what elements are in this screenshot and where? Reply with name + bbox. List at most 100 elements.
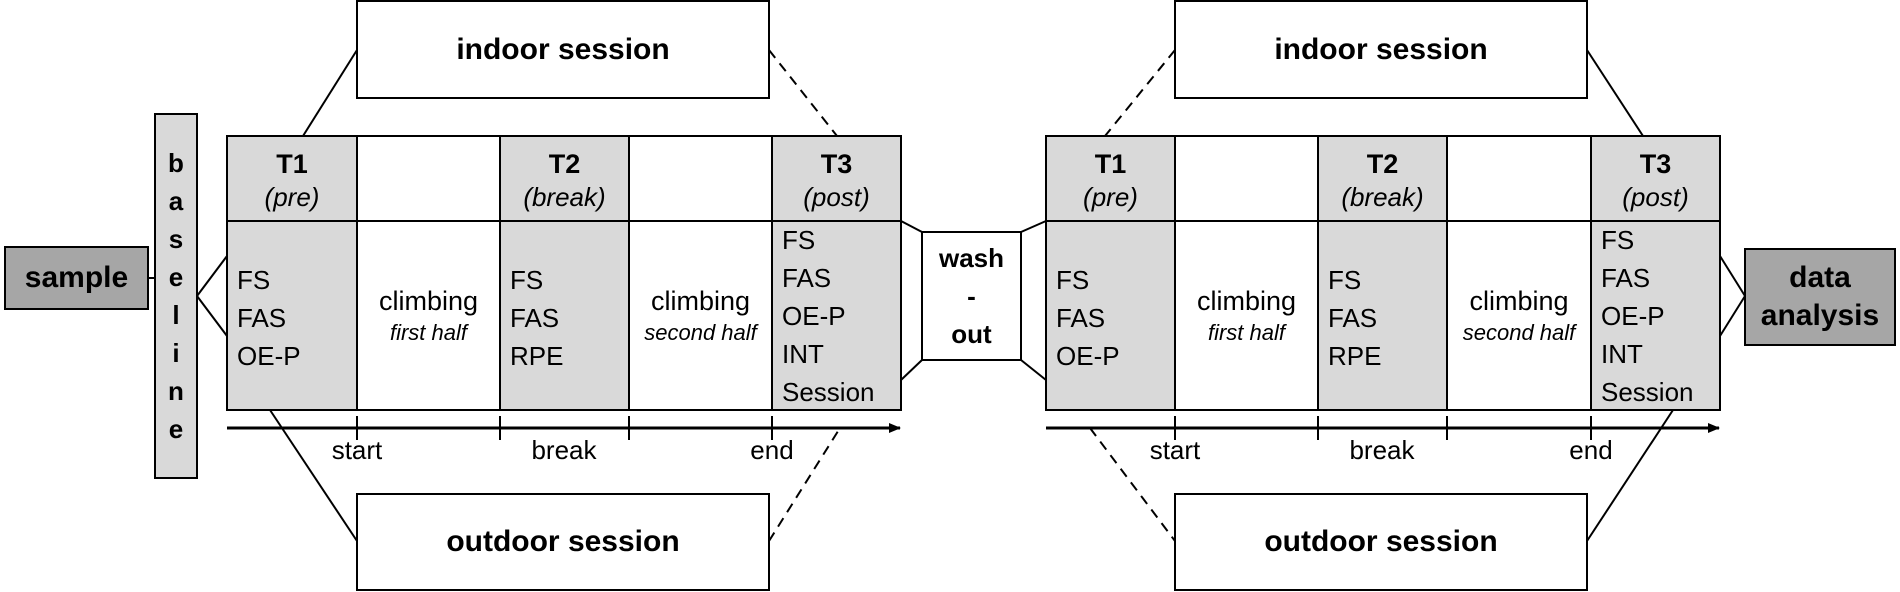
block-2-t2-header: T2 (break) xyxy=(1318,138,1447,221)
baseline-letter: e xyxy=(168,414,184,444)
block-2-outdoor-session-box xyxy=(1174,493,1588,591)
measure-item: FS xyxy=(1056,265,1090,295)
measure-item: RPE xyxy=(1328,341,1382,371)
block-1-axis-end: end xyxy=(750,434,794,465)
block-2-outdoor-session-label: outdoor session xyxy=(1264,525,1498,558)
block-2-t2-measures: FS FAS RPE xyxy=(1328,258,1381,378)
block-2-t1-measures: FS FAS OE-P xyxy=(1056,258,1120,378)
data-analysis-box xyxy=(1744,248,1896,346)
timepoint-subtitle: (post) xyxy=(803,181,870,212)
climbing-label: climbing xyxy=(1196,285,1297,316)
block-1-axis-start: start xyxy=(331,434,383,465)
baseline-letter: s xyxy=(168,224,184,254)
measure-item: FAS xyxy=(1328,303,1378,333)
measure-item: RPE xyxy=(510,341,564,371)
block-1-indoor-session-box xyxy=(356,0,770,99)
block-1-outdoor-connector-left xyxy=(269,409,358,542)
block-1-climbing-second: climbing second half xyxy=(629,221,772,410)
washout-connector-left-top xyxy=(900,220,923,233)
block-2-indoor-session-label: indoor session xyxy=(1274,32,1488,66)
block-2-indoor-connector-right xyxy=(1586,49,1644,137)
measure-item: OE-P xyxy=(1056,341,1120,371)
block-2-t3-measures: FS FAS OE-P INT Session xyxy=(1601,221,1694,410)
block-1-axis-break: break xyxy=(531,434,597,465)
climbing-phase-label: first half xyxy=(1207,319,1286,345)
washout-label: wash - out xyxy=(922,232,1021,360)
baseline-box xyxy=(154,113,198,479)
data-analysis-text: analysis xyxy=(1760,299,1880,332)
block-2-t1-column xyxy=(1045,135,1176,411)
block-1-outdoor-connector-right xyxy=(768,427,841,542)
data-analysis-label: data analysis xyxy=(1745,249,1895,345)
washout-connector-right-bottom xyxy=(1020,359,1047,381)
block-1-indoor-connector-right xyxy=(768,49,838,137)
measure-item: OE-P xyxy=(237,341,301,371)
sample-box xyxy=(4,246,149,310)
timepoint-title: T2 xyxy=(548,148,581,179)
block-1-t2-column xyxy=(499,135,630,411)
baseline-fan-top xyxy=(196,255,228,297)
block-2-axis-end: end xyxy=(1569,434,1613,465)
measure-item: Session xyxy=(782,376,875,407)
block-1-indoor-connector-left xyxy=(302,49,358,137)
timepoint-title: T3 xyxy=(820,148,853,179)
baseline-fan-bottom xyxy=(196,295,228,337)
block-1 xyxy=(226,0,902,591)
block-2-t1-header: T1 (pre) xyxy=(1046,138,1175,221)
block-1-t1-measures: FS FAS OE-P xyxy=(237,258,301,378)
measure-item: FAS xyxy=(782,262,832,293)
block-2-outdoor-connector-right xyxy=(1586,409,1674,542)
timepoint-subtitle: (pre) xyxy=(1083,181,1138,212)
block-1-t1-column xyxy=(226,135,358,411)
washout-text: - xyxy=(967,281,976,311)
block-2 xyxy=(1045,0,1721,591)
climbing-label: climbing xyxy=(378,285,479,316)
timepoint-title: T1 xyxy=(276,148,308,179)
block-1-t3-column xyxy=(771,135,902,411)
block-2-t2-column xyxy=(1317,135,1448,411)
baseline-label: b a s e l i n e xyxy=(155,114,197,478)
measure-item: FS xyxy=(782,224,816,255)
block-1-climbing-first: climbing first half xyxy=(357,221,500,410)
baseline-letter: e xyxy=(168,262,184,292)
baseline-letter: n xyxy=(168,376,184,406)
measure-item: FAS xyxy=(510,303,560,333)
block-2-indoor-connector-left xyxy=(1104,49,1176,137)
measure-item: INT xyxy=(1601,338,1643,369)
climbing-label: climbing xyxy=(1469,285,1569,316)
block-2-outdoor-connector-left xyxy=(1089,427,1176,542)
timepoint-title: T2 xyxy=(1366,148,1399,179)
data-analysis-text: data xyxy=(1789,261,1851,294)
sample-label: sample xyxy=(24,261,129,294)
washout-connector-right-top xyxy=(1020,220,1047,233)
analysis-fan-top xyxy=(1719,255,1746,297)
timepoint-subtitle: (break) xyxy=(523,181,606,212)
measure-item: FAS xyxy=(1601,262,1651,293)
washout-connector-left-bottom xyxy=(900,359,923,381)
block-2-indoor-session-box xyxy=(1174,0,1588,99)
measure-item: FAS xyxy=(1056,303,1106,333)
measure-item: Session xyxy=(1601,376,1694,407)
block-1-outdoor-session-label: outdoor session xyxy=(446,525,680,558)
climbing-phase-label: first half xyxy=(389,319,468,345)
block-2-climbing-second: climbing second half xyxy=(1447,221,1591,410)
climbing-phase-label: second half xyxy=(644,319,757,345)
baseline-letter: l xyxy=(172,300,180,330)
block-2-axis-start: start xyxy=(1149,434,1201,465)
timepoint-subtitle: (post) xyxy=(1622,181,1689,212)
block-2-t3-header: T3 (post) xyxy=(1591,138,1720,221)
washout-text: wash xyxy=(938,243,1005,273)
measure-item: INT xyxy=(782,338,824,369)
block-1-t3-measures: FS FAS OE-P INT Session xyxy=(782,221,875,410)
block-1-t2-header: T2 (break) xyxy=(500,138,629,221)
washout-box xyxy=(921,231,1022,361)
timepoint-subtitle: (break) xyxy=(1341,181,1424,212)
measure-item: FS xyxy=(1328,265,1362,295)
measure-item: OE-P xyxy=(1601,300,1665,331)
washout-text: out xyxy=(951,319,992,349)
block-2-axis-break: break xyxy=(1349,434,1415,465)
block-1-indoor-session-label: indoor session xyxy=(456,32,670,66)
timepoint-title: T3 xyxy=(1639,148,1672,179)
climbing-label: climbing xyxy=(650,285,751,316)
